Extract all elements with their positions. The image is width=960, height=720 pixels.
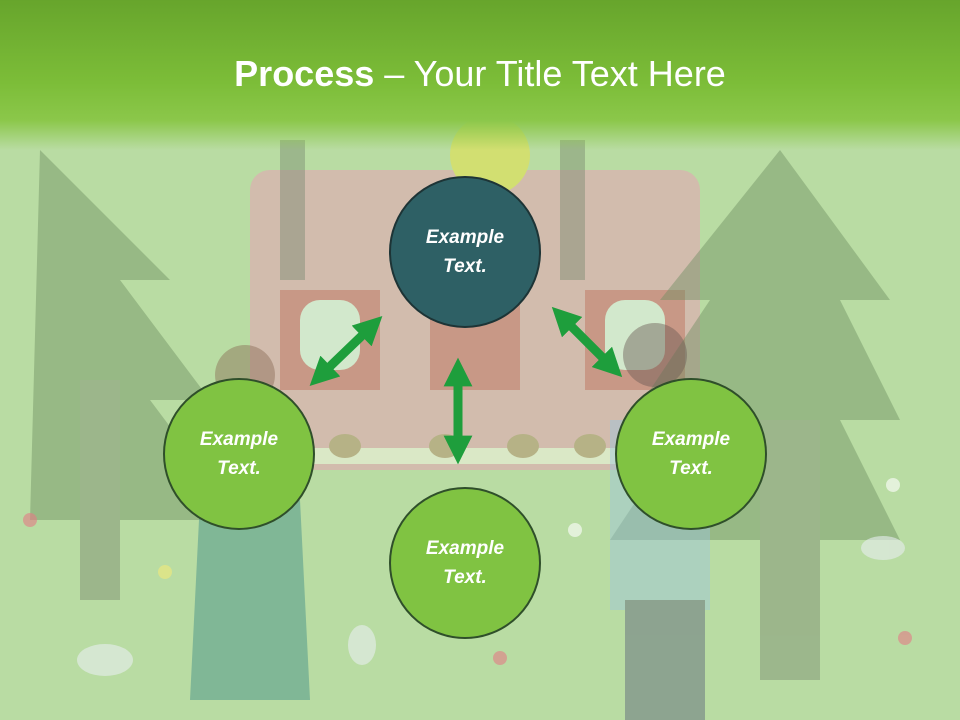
node-bottom-label: Example Text. [425, 538, 505, 588]
flowers-and-candies-illustration [23, 478, 912, 676]
trees-illustration [30, 140, 900, 680]
title-bar [0, 0, 960, 150]
arrow-top-right [551, 306, 623, 378]
process-node-left: Example Text. [163, 378, 315, 530]
node-left-label: Example Text. [199, 429, 279, 479]
process-node-top: Example Text. [389, 176, 541, 328]
process-node-bottom: Example Text. [389, 487, 541, 639]
node-right-label: Example Text. [651, 429, 731, 479]
arrow-top-left [309, 316, 383, 386]
title-rest: – Your Title Text Here [374, 53, 726, 94]
title-bold: Process [234, 53, 375, 94]
process-node-right: Example Text. [615, 378, 767, 530]
node-top-label: Example Text. [425, 227, 505, 277]
slide-title: Process – Your Title Text Here [0, 52, 960, 96]
